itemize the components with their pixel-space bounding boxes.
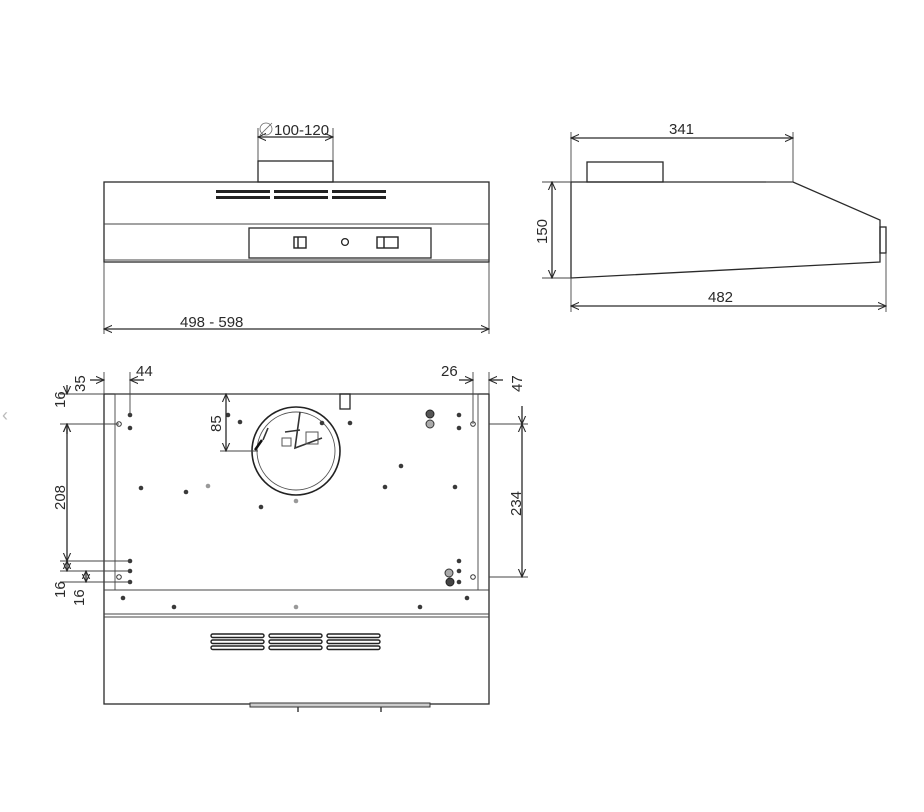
left-208-label: 208 bbox=[52, 485, 69, 510]
bottom-plate bbox=[114, 393, 479, 591]
left-16-bottom-a-label: 16 bbox=[52, 581, 69, 598]
duct-collar bbox=[257, 160, 334, 183]
side-duct-collar bbox=[586, 161, 664, 183]
left-16-top-label: 16 bbox=[52, 391, 69, 408]
fan-outlet bbox=[251, 406, 341, 496]
front-vent-slots bbox=[216, 190, 386, 199]
offset-47-label: 47 bbox=[509, 375, 526, 392]
front-control-strip bbox=[249, 702, 431, 708]
width-label: 498 - 598 bbox=[180, 314, 243, 331]
light-switch bbox=[376, 236, 399, 249]
height-label: 150 bbox=[534, 219, 551, 244]
side-knob bbox=[879, 226, 887, 254]
control-panel bbox=[248, 227, 432, 259]
offset-44-label: 44 bbox=[136, 363, 153, 380]
indicator-light bbox=[340, 237, 350, 247]
front-view: 100-120 498 - 598 bbox=[104, 122, 489, 334]
right-234-label: 234 bbox=[508, 491, 525, 516]
left-16-bottom-b-label: 16 bbox=[71, 589, 88, 606]
top-depth-label: 341 bbox=[669, 121, 694, 138]
previous-arrow-icon[interactable]: ‹ bbox=[2, 405, 8, 425]
bottom-depth-label: 482 bbox=[708, 289, 733, 306]
offset-26-label: 26 bbox=[441, 363, 458, 380]
bottom-vent-slots bbox=[210, 633, 381, 651]
duct-diameter-label: 100-120 bbox=[274, 122, 329, 139]
side-view: 341 150 482 bbox=[534, 121, 886, 312]
offset-35-label: 35 bbox=[72, 375, 89, 392]
top-tab bbox=[339, 393, 351, 410]
outlet-offset-85-label: 85 bbox=[208, 415, 225, 432]
hood-body-front bbox=[103, 181, 490, 263]
fan-switch bbox=[293, 236, 307, 249]
diameter-symbol-icon bbox=[259, 122, 273, 136]
hood-body-side bbox=[570, 181, 881, 279]
bottom-view: 35 44 26 47 16 208 16 16 85 234 bbox=[52, 363, 528, 712]
